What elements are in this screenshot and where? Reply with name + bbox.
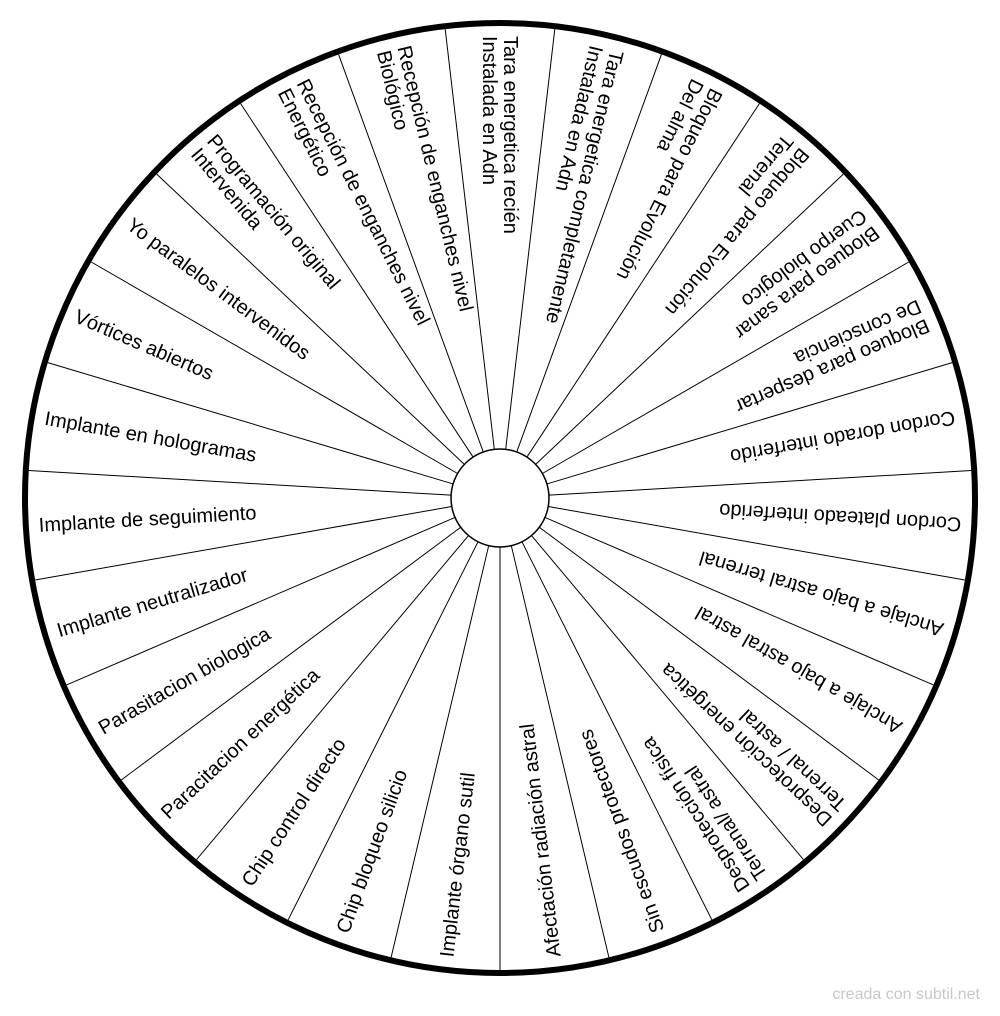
spoke-line xyxy=(546,362,953,485)
spoke-line xyxy=(531,535,804,860)
segment-label: Instalada en Adn xyxy=(478,36,500,185)
spoke-line xyxy=(240,103,474,458)
center-hub xyxy=(450,448,550,548)
spoke-line xyxy=(516,54,662,453)
spoke-line xyxy=(539,526,879,781)
spoke-line xyxy=(535,173,844,465)
spoke-line xyxy=(35,506,452,581)
spoke-line xyxy=(544,516,934,686)
wheel-spokes xyxy=(28,29,972,970)
footer-credit: creada con subtil.net xyxy=(832,986,980,1003)
spoke-line xyxy=(47,362,454,485)
outer-ring xyxy=(22,20,978,976)
spoke-line xyxy=(338,54,484,453)
segment-label: Tara energetica recién xyxy=(499,36,521,234)
spoke-line xyxy=(287,541,479,921)
spoke-line xyxy=(66,516,456,686)
spoke-line xyxy=(548,470,972,496)
spoke-line xyxy=(542,261,910,474)
spoke-line xyxy=(156,173,465,465)
spoke-line xyxy=(521,541,713,921)
spoke-line xyxy=(510,545,610,958)
spoke-line xyxy=(196,535,469,860)
spoke-line xyxy=(548,506,965,581)
spoke-line xyxy=(526,103,760,458)
spoke-line xyxy=(444,29,495,450)
spoke-line xyxy=(28,470,452,496)
spoke-line xyxy=(121,526,461,781)
spoke-line xyxy=(505,29,556,450)
spoke-line xyxy=(90,261,458,474)
spoke-line xyxy=(390,545,490,958)
